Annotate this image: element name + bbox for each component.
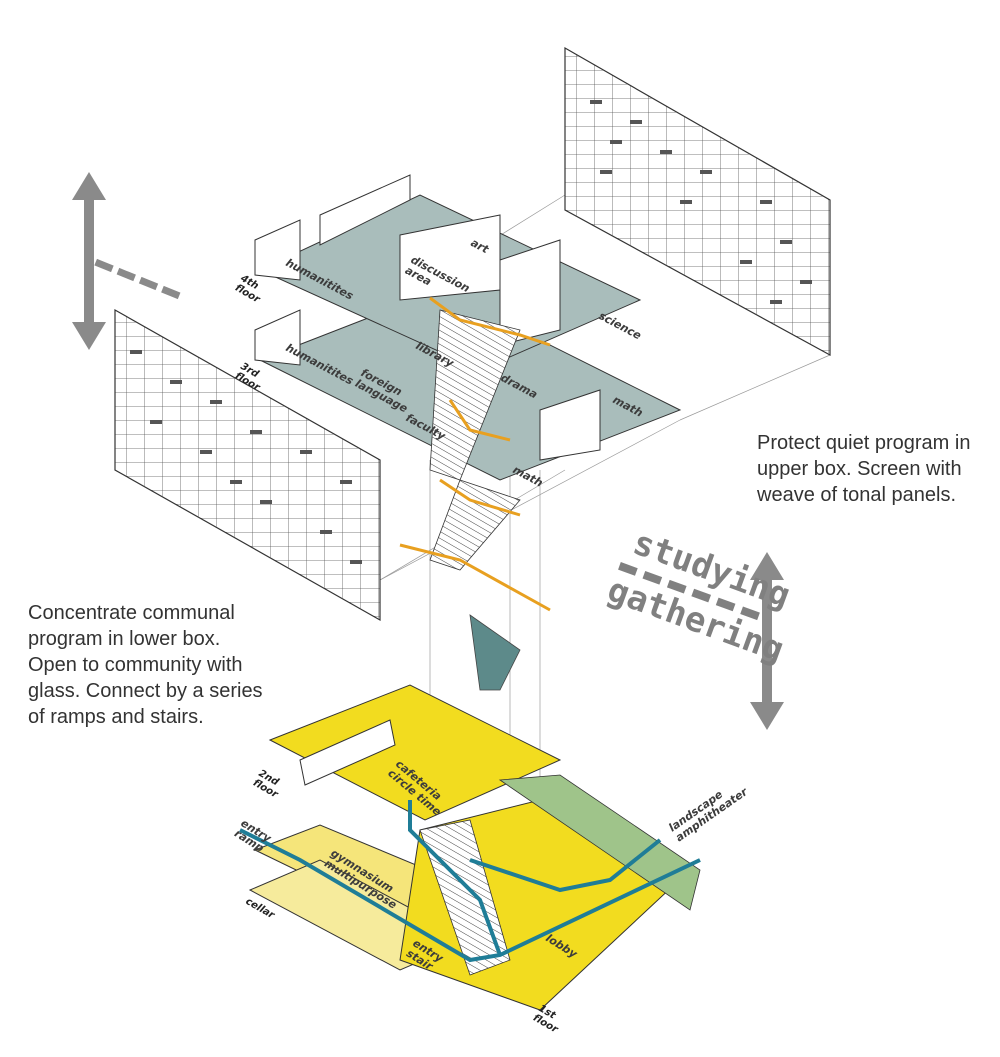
upper-box-note: Protect quiet program in upper box. Scre…: [757, 430, 997, 508]
landscape-amphitheater-label: landscapeamphitheater: [666, 775, 750, 844]
lower-box-note: Concentrate communal program in lower bo…: [28, 600, 288, 730]
floor-2nd-label: 2ndfloor: [251, 768, 286, 801]
ground-level: [240, 775, 700, 1010]
room-science: science: [597, 309, 644, 342]
floor-4th-label: 4thfloor: [232, 273, 268, 306]
floating-stair: [470, 615, 520, 690]
studying-gathering-axis: studying gathering: [602, 520, 807, 730]
